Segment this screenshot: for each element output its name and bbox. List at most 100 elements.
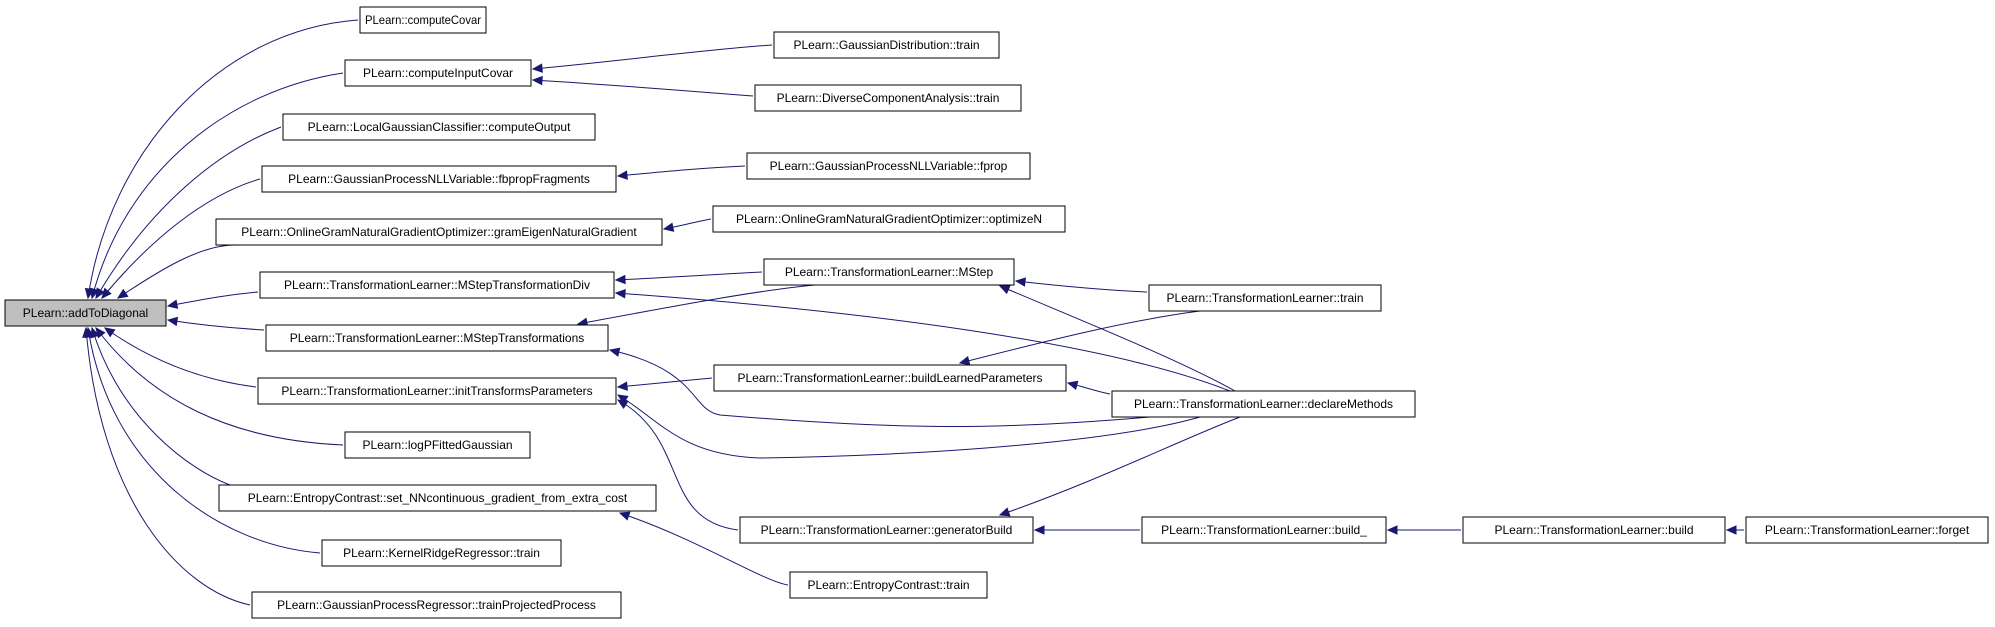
edge-tlBuildUnderscore-to-tlBuild [1386,525,1461,535]
node-box [257,377,617,405]
edge-arrowhead [618,511,631,521]
node-box [265,324,609,352]
node-label: PLearn::GaussianProcessNLLVariable::fpro… [770,159,1008,173]
edge-tlMStepTransformationDiv-to-tlDeclareMethods [614,288,1231,392]
node-localGaussComputeOutput[interactable]: PLearn::LocalGaussianClassifier::compute… [282,113,596,141]
edge-arrowhead [95,287,105,300]
node-computeInputCovar[interactable]: PLearn::computeInputCovar [344,59,532,87]
edge-tlBuildLearnedParameters-to-tlTrain [958,310,1201,366]
edge-arrowhead [614,274,626,285]
node-label: PLearn::logPFittedGaussian [362,438,512,452]
node-ognGramEigen[interactable]: PLearn::OnlineGramNaturalGradientOptimiz… [215,218,663,246]
node-box [1462,516,1726,544]
edge-arrowhead [1725,525,1737,535]
node-label: PLearn::TransformationLearner::MStepTran… [284,278,590,292]
node-tlMStep[interactable]: PLearn::TransformationLearner::MStep [763,258,1015,286]
node-diverseTrain[interactable]: PLearn::DiverseComponentAnalysis::train [754,84,1022,112]
node-tlMStepTransformationDiv[interactable]: PLearn::TransformationLearner::MStepTran… [259,271,615,299]
edge-arrowhead [82,326,92,338]
edge-line [101,178,261,299]
node-tlBuild[interactable]: PLearn::TransformationLearner::build [1462,516,1726,544]
node-tlBuildUnderscore[interactable]: PLearn::TransformationLearner::build_ [1141,516,1387,544]
node-krrTrain[interactable]: PLearn::KernelRidgeRegressor::train [321,539,562,567]
node-tlDeclareMethods[interactable]: PLearn::TransformationLearner::declareMe… [1111,390,1416,418]
edge-ecSetNN-to-ecTrain [618,511,789,586]
node-box [763,258,1015,286]
node-gpnllFprop[interactable]: PLearn::GaussianProcessNLLVariable::fpro… [746,152,1031,180]
edge-gpnllFbpropFragments-to-gpnllFprop [616,165,746,180]
node-label: PLearn::TransformationLearner::train [1167,291,1364,305]
node-label: PLearn::computeCovar [365,13,481,27]
node-gpnllFbpropFragments[interactable]: PLearn::GaussianProcessNLLVariable::fbpr… [261,165,617,193]
edge-arrowhead [616,394,629,405]
edge-arrowhead [1033,525,1045,535]
node-tlForget[interactable]: PLearn::TransformationLearner::forget [1745,516,1989,544]
node-label: PLearn::TransformationLearner::build_ [1161,523,1367,537]
edge-line [91,327,231,486]
node-ecTrain[interactable]: PLearn::EntropyContrast::train [789,571,988,599]
edges-layer [82,19,1744,606]
node-tlTrain[interactable]: PLearn::TransformationLearner::train [1148,284,1382,312]
edge-tlInitTransformsParameters-to-tlGeneratorBuild [616,399,739,531]
edge-addToDiagonal-to-ognGramEigen [116,244,236,299]
node-box [712,205,1066,233]
edge-line [85,327,251,606]
edge-line [532,79,754,97]
edge-arrowhead [531,75,543,86]
edge-arrowhead [103,327,116,338]
node-box [218,484,657,512]
edge-line [959,310,1201,364]
node-label: PLearn::LocalGaussianClassifier::compute… [308,120,571,134]
node-label: PLearn::addToDiagonal [23,306,148,320]
edge-arrowhead [166,316,179,327]
node-tlGeneratorBuild[interactable]: PLearn::TransformationLearner::generator… [739,516,1034,544]
node-box [282,113,596,141]
edge-arrowhead [998,507,1011,517]
node-computeCovar[interactable]: PLearn::computeCovar [359,6,487,34]
node-box [251,591,622,619]
edge-line [617,394,1201,459]
node-box [713,364,1067,392]
edge-arrowhead [608,347,621,357]
edge-arrowhead [958,356,971,366]
node-gprTrainProjected[interactable]: PLearn::GaussianProcessRegressor::trainP… [251,591,622,619]
edge-line [577,284,816,325]
node-box [321,539,562,567]
node-box [789,571,988,599]
edge-line [999,285,1236,392]
edge-arrowhead [101,287,112,299]
node-box [1745,516,1989,544]
edge-addToDiagonal-to-tlInitTransformsParameters [103,327,257,388]
node-label: PLearn::EntropyContrast::set_NNcontinuou… [248,491,628,505]
node-box [359,6,487,34]
edge-addToDiagonal-to-localGaussComputeOutput [95,126,282,300]
node-tlInitTransformsParameters[interactable]: PLearn::TransformationLearner::initTrans… [257,377,617,405]
node-box [739,516,1034,544]
node-box [754,84,1022,112]
edge-computeInputCovar-to-diverseTrain [531,75,754,97]
node-label: PLearn::TransformationLearner::MStepTran… [290,331,585,345]
node-ognOptimizeN[interactable]: PLearn::OnlineGramNaturalGradientOptimiz… [712,205,1066,233]
edge-tlMStepTransformations-to-tlMStep [576,284,816,327]
node-tlMStepTransformations[interactable]: PLearn::TransformationLearner::MStepTran… [265,324,609,352]
node-box [259,271,615,299]
node-label: PLearn::OnlineGramNaturalGradientOptimiz… [736,212,1042,226]
edge-line [167,291,259,307]
node-label: PLearn::TransformationLearner::generator… [761,523,1013,537]
edge-arrowhead [116,288,129,299]
node-gaussDistTrain[interactable]: PLearn::GaussianDistribution::train [773,31,1000,59]
edge-tlBuild-to-tlForget [1725,525,1744,535]
edge-arrowhead [89,287,100,300]
node-logPFittedGaussian[interactable]: PLearn::logPFittedGaussian [344,431,531,459]
node-label: PLearn::KernelRidgeRegressor::train [343,546,540,560]
node-tlBuildLearnedParameters[interactable]: PLearn::TransformationLearner::buildLear… [713,364,1067,392]
edge-line [95,126,282,299]
node-box [773,31,1000,59]
node-ecSetNN[interactable]: PLearn::EntropyContrast::set_NNcontinuou… [218,484,657,512]
node-label: PLearn::GaussianProcessRegressor::trainP… [277,598,596,612]
edge-line [617,377,713,388]
node-addToDiagonal[interactable]: PLearn::addToDiagonal [4,299,167,327]
edge-arrowhead [662,222,675,232]
node-label: PLearn::DiverseComponentAnalysis::train [777,91,1000,105]
